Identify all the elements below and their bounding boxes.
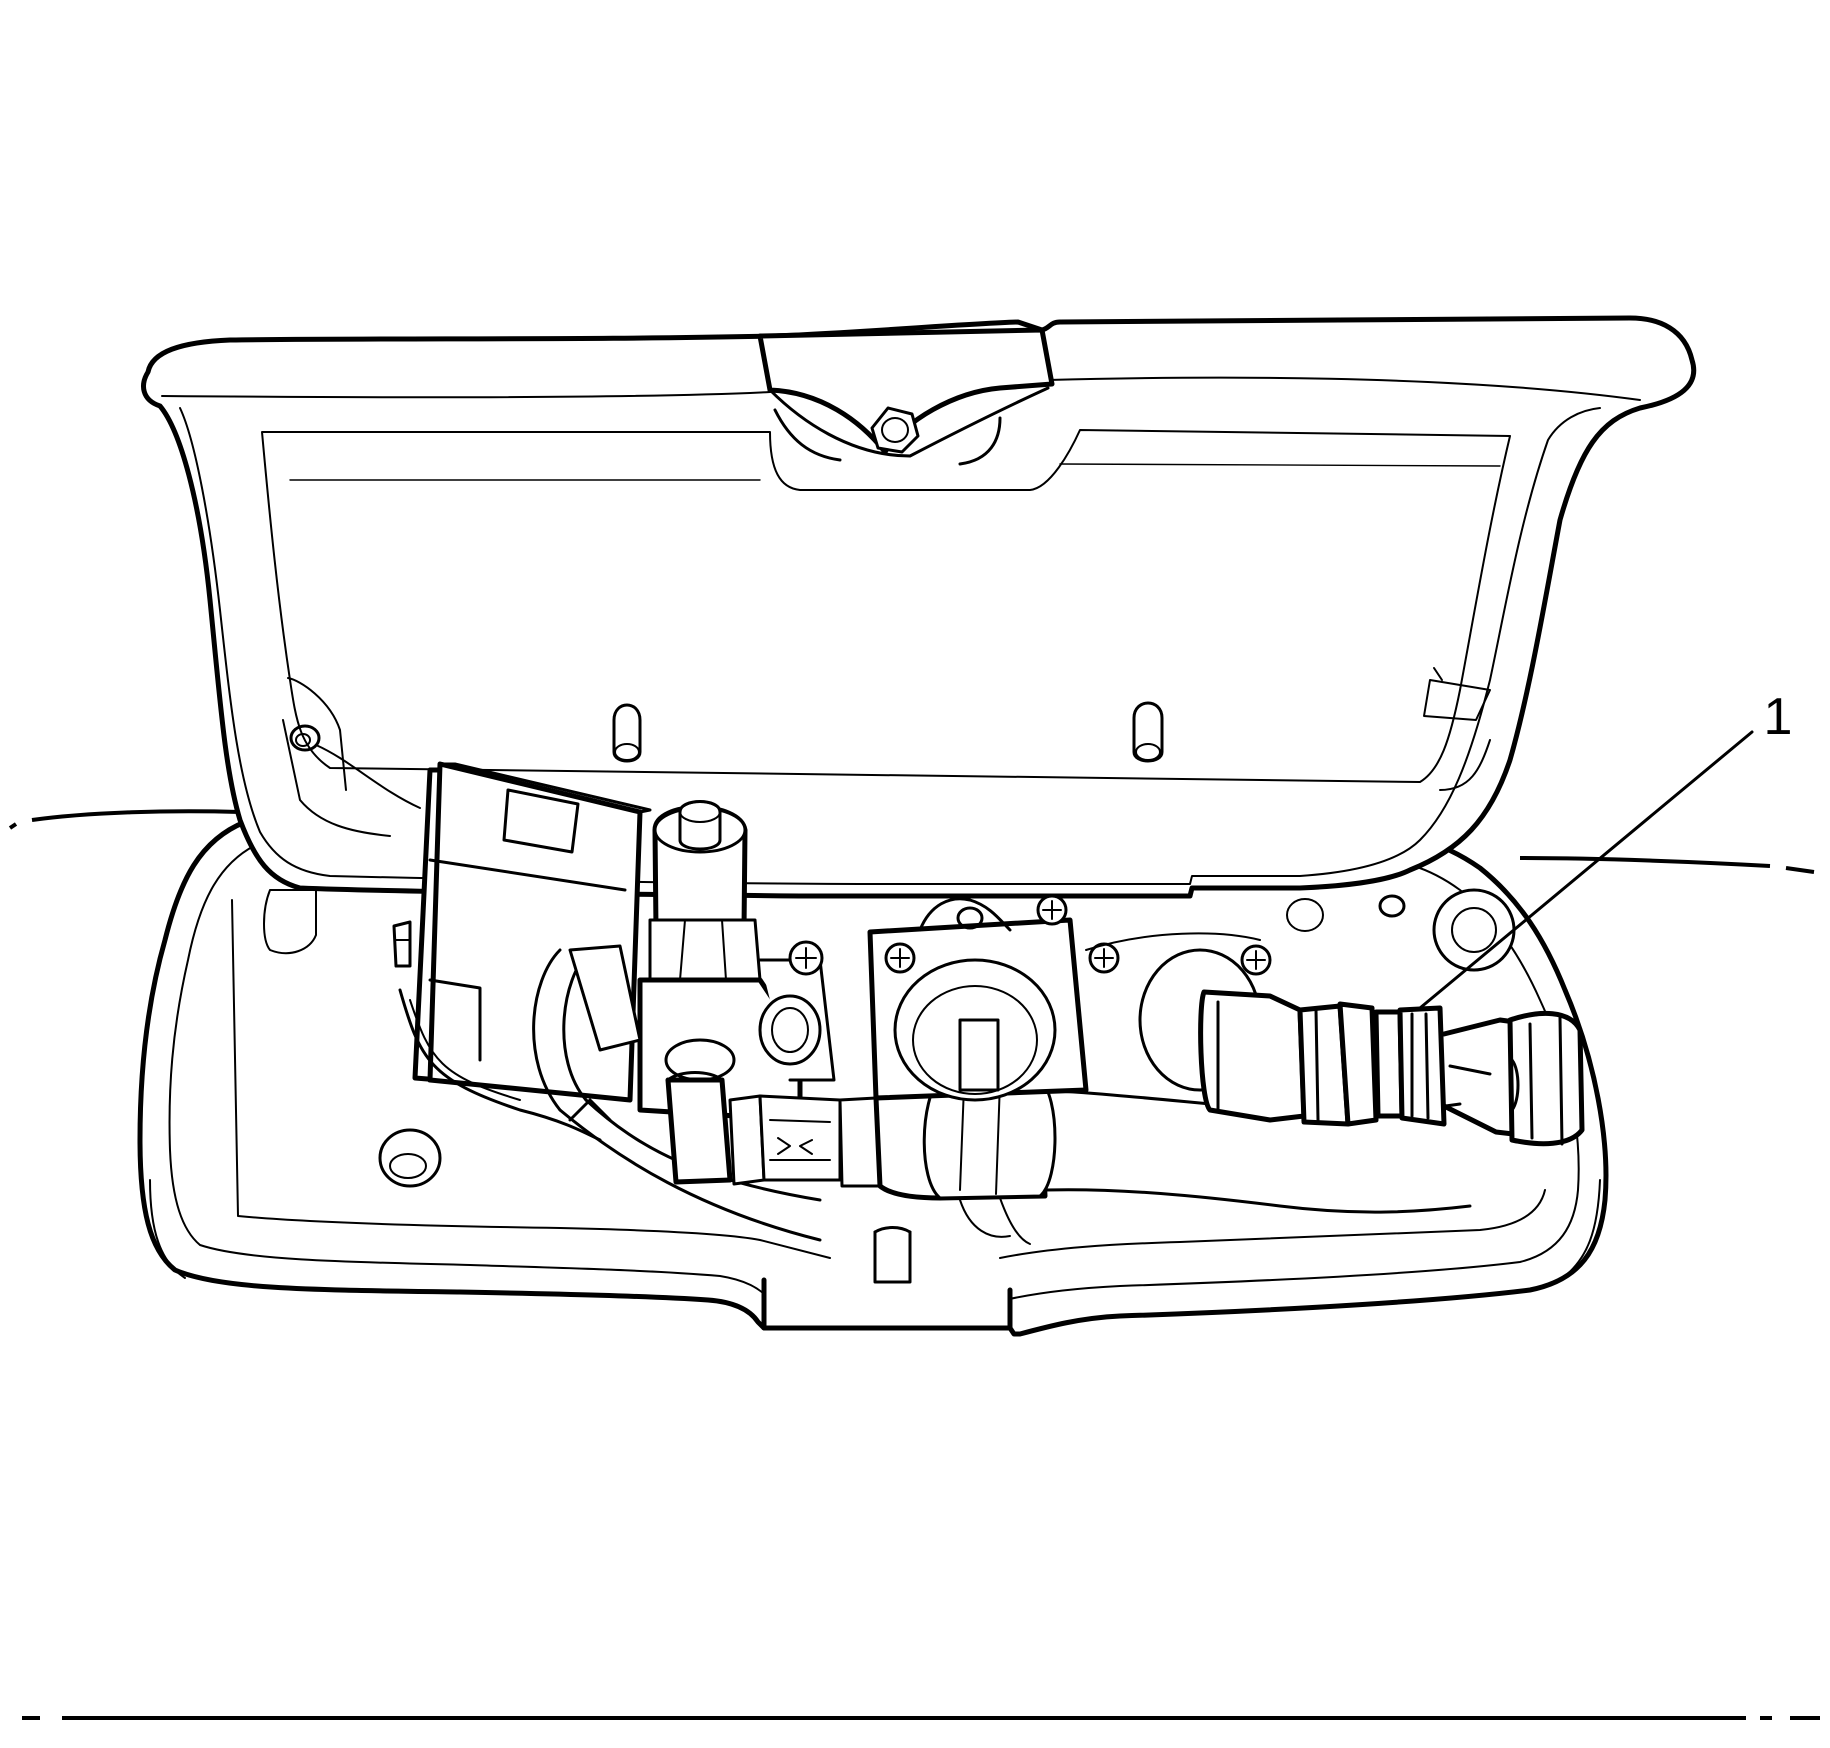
callout-1-leader [1418,730,1754,1010]
solenoid-assembly [392,761,652,1103]
callout-1-label: 1 [1764,688,1793,746]
sensor-connector [1138,944,1585,1147]
regulator-body [867,894,1261,1102]
valve-body [637,800,836,1123]
hose-assembly [665,1071,1472,1245]
upper-break-line [8,809,1815,874]
housing-lid [141,315,1697,899]
callout-1: 1 [1418,688,1793,1010]
